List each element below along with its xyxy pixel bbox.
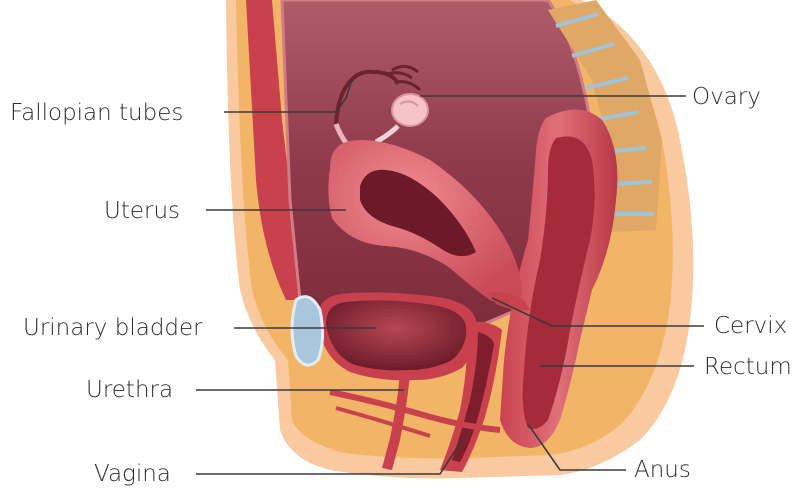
label-cervix: Cervix [714,313,787,339]
label-rectum: Rectum [704,354,792,380]
label-uterus: Uterus [104,198,180,224]
label-vagina: Vagina [94,461,171,487]
label-anus: Anus [634,457,691,483]
label-urinary-bladder: Urinary bladder [23,315,203,341]
label-ovary: Ovary [692,84,761,110]
label-fallopian-tubes: Fallopian tubes [10,100,183,126]
label-urethra: Urethra [86,377,173,403]
